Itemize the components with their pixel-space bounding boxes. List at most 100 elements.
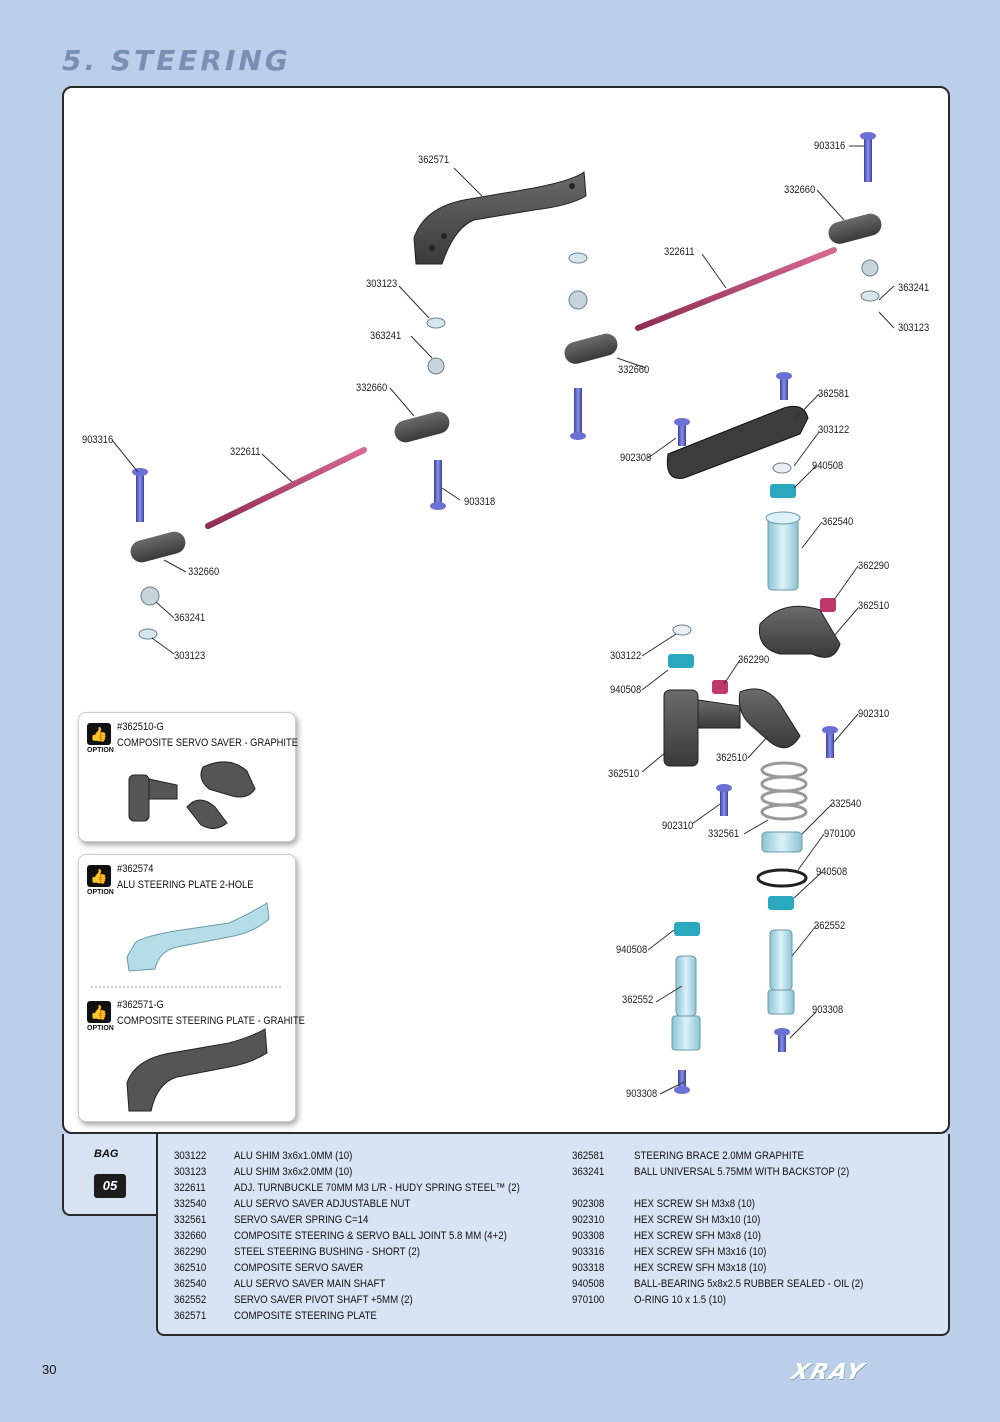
diagram-drawing: [111, 132, 895, 1095]
callout-label: 362581: [818, 388, 850, 400]
option-tag: OPTION: [87, 747, 114, 754]
part-code: 362571: [174, 1310, 207, 1322]
thumbs-up-icon: 👍: [87, 865, 111, 887]
part-code: 902310: [572, 1214, 605, 1226]
part-code: 903308: [572, 1230, 605, 1242]
part-code: 902308: [572, 1198, 605, 1210]
callout-label: 902308: [620, 452, 652, 464]
nut-and-oring-parts: [756, 831, 808, 888]
part-description: ADJ. TURNBUCKLE 70MM M3 L/R - HUDY SPRIN…: [234, 1182, 520, 1194]
spring-part: [760, 761, 808, 821]
part-description: ALU SERVO SAVER MAIN SHAFT: [234, 1278, 386, 1290]
part-description: COMPOSITE STEERING & SERVO BALL JOINT 5.…: [234, 1230, 507, 1242]
part-description: O-RING 10 x 1.5 (10): [634, 1294, 727, 1306]
callout-label: 332660: [618, 364, 650, 376]
servo-saver-option-image: [128, 761, 256, 829]
part-description: BALL-BEARING 5x8x2.5 RUBBER SEALED - OIL…: [634, 1278, 864, 1290]
part-description: HEX SCREW SH M3x8 (10): [634, 1198, 756, 1210]
part-description: HEX SCREW SFH M3x18 (10): [634, 1262, 767, 1274]
page-title: 5. STEERING: [62, 44, 291, 77]
part-code: 362581: [572, 1150, 605, 1162]
part-code: 940508: [572, 1278, 605, 1290]
option-name: COMPOSITE STEERING PLATE - GRAHITE: [117, 1015, 305, 1027]
option-code: #362571-G: [117, 999, 164, 1011]
callout-label: 362290: [738, 654, 770, 666]
part-description: STEEL STEERING BUSHING - SHORT (2): [234, 1246, 420, 1258]
part-code: 903318: [572, 1262, 605, 1274]
bag-tab: BAG 05: [62, 1134, 156, 1216]
part-code: 362552: [174, 1294, 207, 1306]
option-code: #362510-G: [117, 721, 164, 733]
xray-logo: XRAY: [788, 1360, 868, 1385]
part-description: BALL UNIVERSAL 5.75MM WITH BACKSTOP (2): [634, 1166, 850, 1178]
callout-label: 362540: [822, 516, 854, 528]
option-code: #362574: [117, 863, 154, 875]
callout-label: 332660: [784, 184, 816, 196]
callout-label: 362510: [608, 768, 640, 780]
callout-label: 362571: [418, 154, 450, 166]
callout-label: 903308: [626, 1088, 658, 1100]
alu-plate-option-image: [91, 902, 283, 988]
callout-label: 940508: [616, 944, 648, 956]
callout-label: 362510: [858, 600, 890, 612]
part-code: 303122: [174, 1150, 207, 1162]
callout-label: 940508: [816, 866, 848, 878]
servo-saver-arm-parts: [663, 605, 841, 767]
part-description: ALU SERVO SAVER ADJUSTABLE NUT: [234, 1198, 411, 1210]
part-code: 903316: [572, 1246, 605, 1258]
callout-label: 303123: [898, 322, 930, 334]
callout-label: 303123: [174, 650, 206, 662]
callout-label: 940508: [610, 684, 642, 696]
callout-label: 332660: [188, 566, 220, 578]
callout-leader-lines: [111, 145, 895, 1095]
callout-label: 322611: [664, 246, 695, 258]
callout-label: 332561: [708, 828, 740, 840]
part-code: 303123: [174, 1166, 207, 1178]
part-code: 363241: [572, 1166, 605, 1178]
thumbs-up-icon: 👍: [87, 1001, 111, 1023]
callout-label: 303122: [818, 424, 850, 436]
part-description: HEX SCREW SFH M3x8 (10): [634, 1230, 761, 1242]
callout-label: 363241: [370, 330, 402, 342]
part-description: COMPOSITE SERVO SAVER: [234, 1262, 364, 1274]
part-code: 362510: [174, 1262, 207, 1274]
callout-label: 903316: [82, 434, 114, 446]
ball-and-shim-parts: [138, 252, 880, 640]
callout-label: 970100: [824, 828, 856, 840]
part-code: 362540: [174, 1278, 207, 1290]
part-description: HEX SCREW SH M3x10 (10): [634, 1214, 761, 1226]
callout-label: 902310: [662, 820, 694, 832]
part-description: SERVO SAVER PIVOT SHAFT +5MM (2): [234, 1294, 413, 1306]
part-description: STEERING BRACE 2.0MM GRAPHITE: [634, 1150, 804, 1162]
option-box-steering-plates: 👍 OPTION #362574 ALU STEERING PLATE 2-HO…: [78, 854, 305, 1122]
part-description: COMPOSITE STEERING PLATE: [234, 1310, 377, 1322]
part-code: 322611: [174, 1182, 206, 1194]
part-description: HEX SCREW SFH M3x16 (10): [634, 1246, 767, 1258]
ball-joint-parts: [130, 213, 882, 563]
composite-plate-option-image: [126, 1028, 268, 1112]
part-description: SERVO SAVER SPRING C=14: [234, 1214, 369, 1226]
callout-label: 303123: [366, 278, 398, 290]
part-code: 362290: [174, 1246, 207, 1258]
turnbuckle-left-part: [205, 447, 367, 529]
callout-label: 362510: [716, 752, 748, 764]
steering-brace-part: [666, 405, 809, 479]
part-description: ALU SHIM 3x6x1.0MM (10): [234, 1150, 353, 1162]
callout-label: 902310: [858, 708, 890, 720]
callout-label: 332660: [356, 382, 388, 394]
option-box-servo-saver: 👍 OPTION #362510-G COMPOSITE SERVO SAVER…: [78, 712, 298, 842]
part-code: 332561: [174, 1214, 207, 1226]
option-name: ALU STEERING PLATE 2-HOLE: [117, 879, 254, 891]
callout-label: 940508: [812, 460, 844, 472]
callout-label: 362552: [622, 994, 654, 1006]
callout-label: 363241: [898, 282, 930, 294]
thumbs-up-icon: 👍: [87, 723, 111, 745]
part-code: 970100: [572, 1294, 605, 1306]
callout-label: 362552: [814, 920, 846, 932]
option-tag: OPTION: [87, 889, 114, 896]
callout-label: 363241: [174, 612, 206, 624]
callout-label: 903318: [464, 496, 496, 508]
callout-label: 903308: [812, 1004, 844, 1016]
servo-saver-shaft-part: [765, 511, 801, 591]
